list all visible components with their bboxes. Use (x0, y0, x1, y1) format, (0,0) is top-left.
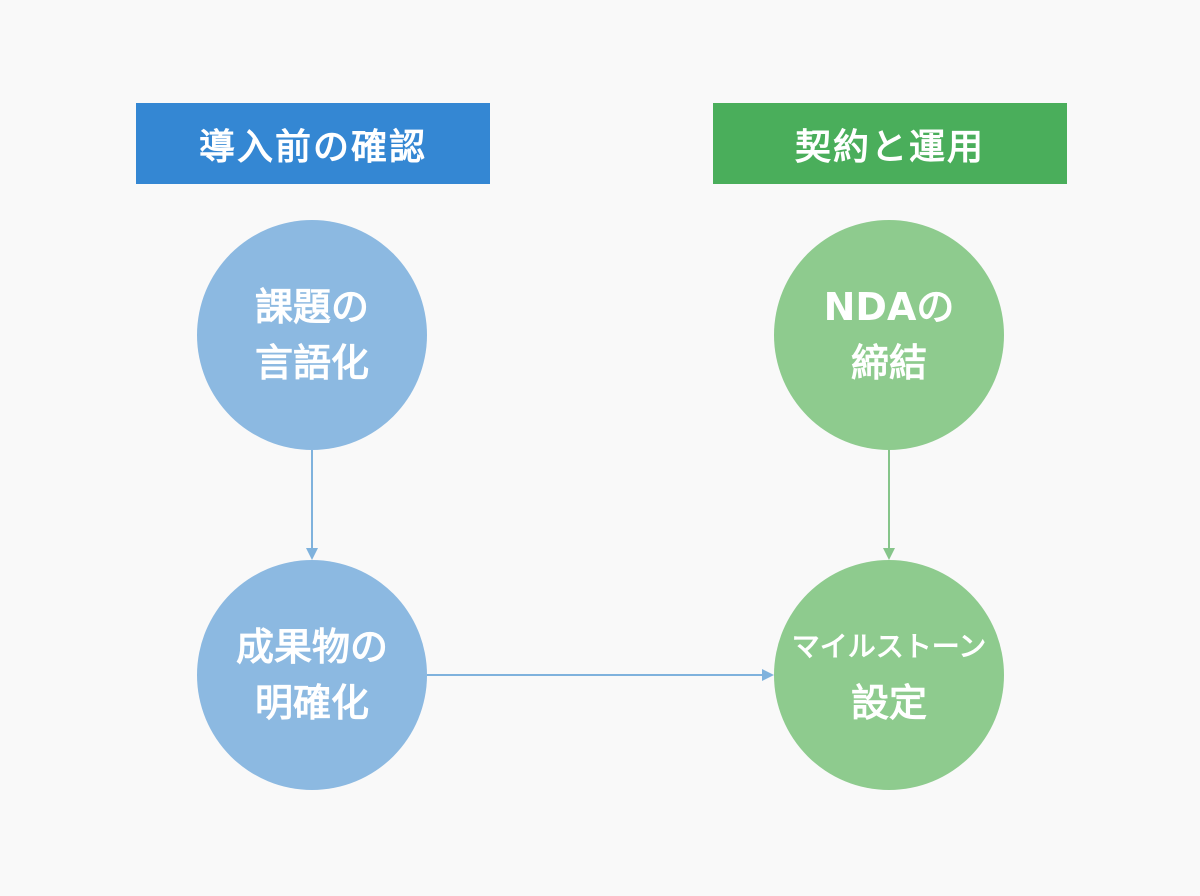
node-define-problem: 課題の 言語化 (197, 220, 427, 450)
node-nda-line1: NDAの (823, 285, 955, 329)
node-clarify-deliverables-line2: 明確化 (254, 681, 369, 725)
node-nda: NDAの 締結 (774, 220, 1004, 450)
node-define-problem-line2: 言語化 (254, 341, 369, 385)
node-milestones-line2: 設定 (850, 681, 927, 725)
node-clarify-deliverables-line1: 成果物の (235, 625, 388, 669)
header-pre-introduction-check: 導入前の確認 (136, 103, 490, 184)
header-contract-and-operation: 契約と運用 (713, 103, 1067, 184)
node-define-problem-line1: 課題の (254, 285, 369, 329)
header-pre-introduction-check-label: 導入前の確認 (198, 126, 427, 168)
node-milestones-line1: マイルストーン (791, 630, 987, 663)
node-clarify-deliverables: 成果物の 明確化 (197, 560, 427, 790)
header-contract-and-operation-label: 契約と運用 (794, 126, 985, 168)
node-nda-line2: 締結 (850, 341, 927, 385)
node-milestones: マイルストーン 設定 (774, 560, 1004, 790)
